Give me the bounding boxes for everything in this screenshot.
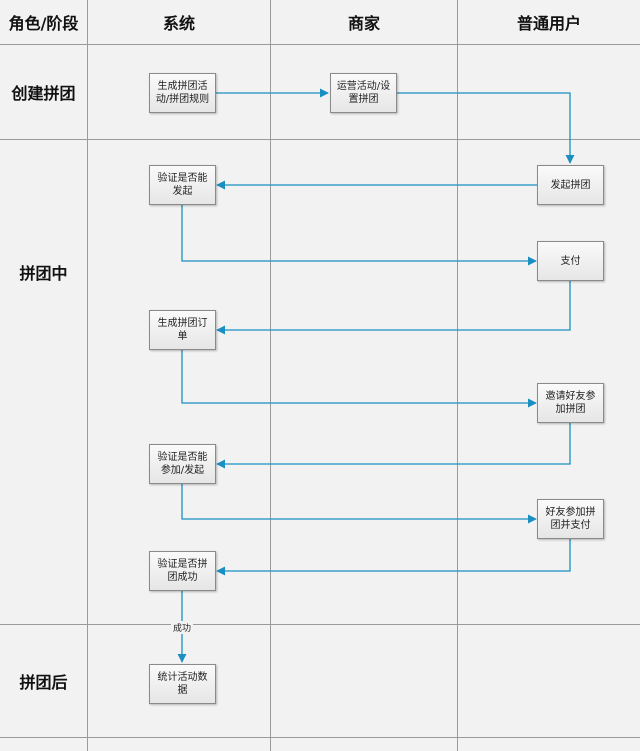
node-start-group[interactable]: 发起拼团 [537, 165, 604, 205]
node-verify-start[interactable]: 验证是否能发起 [149, 165, 216, 205]
edge-label-success: 成功 [171, 621, 194, 634]
arrow-order-to-invite [181, 350, 537, 408]
node-invite[interactable]: 邀请好友参加拼团 [537, 383, 604, 423]
stage-label-create: 创建拼团 [11, 84, 76, 103]
node-verify-success[interactable]: 验证是否拼团成功 [149, 551, 216, 591]
node-friend-join-pay[interactable]: 好友参加拼团并支付 [537, 499, 604, 539]
arrow-operate-to-start [396, 92, 575, 164]
node-stats[interactable]: 统计活动数据 [149, 664, 216, 704]
arrow-verify-to-pay [181, 205, 537, 266]
arrow-verify-join-to-friend-pay [181, 484, 537, 524]
node-gen-rules[interactable]: 生成拼团活动/拼团规则 [149, 73, 216, 113]
node-gen-order[interactable]: 生成拼团订单 [149, 310, 216, 350]
header-lane-user: 普通用户 [516, 14, 581, 33]
node-verify-join[interactable]: 验证是否能参加/发起 [149, 444, 216, 484]
node-pay[interactable]: 支付 [537, 241, 604, 281]
header-lane-system: 系统 [162, 14, 195, 33]
stage-label-during: 拼团中 [19, 264, 68, 283]
node-operate-settings[interactable]: 运营活动/设置拼团 [330, 73, 397, 113]
header-lane-merchant: 商家 [347, 14, 380, 33]
arrow-pay-to-order [216, 281, 571, 335]
arrow-invite-to-verify-join [216, 423, 571, 469]
arrow-friend-pay-to-verify-success [216, 539, 571, 576]
stage-label-after: 拼团后 [19, 673, 68, 692]
header-role-stage: 角色/阶段 [8, 14, 79, 33]
